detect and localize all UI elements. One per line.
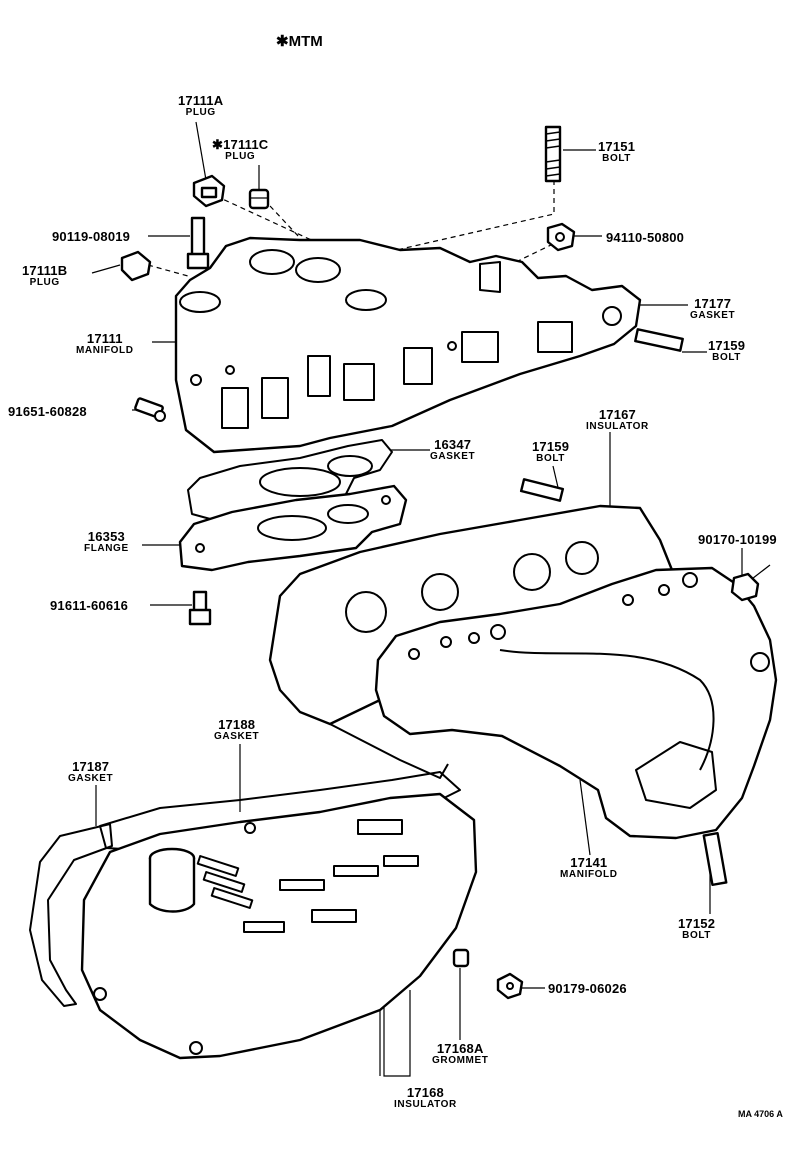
nut-94110-50800 <box>546 222 576 252</box>
intake-manifold-17111 <box>174 236 642 454</box>
part-name: MANIFOLD <box>560 869 618 880</box>
part-number: 16347 <box>434 437 472 452</box>
label-17188: 17188 GASKET <box>214 718 259 742</box>
label-17167: 17167 INSULATOR <box>586 408 649 432</box>
part-number: 17111A <box>178 93 224 108</box>
part-number: 17159 <box>708 338 746 353</box>
bolt-17152 <box>702 831 728 887</box>
reference-code: MA 4706 A <box>738 1109 783 1119</box>
insulator-17168 <box>80 792 478 1060</box>
part-name: BOLT <box>602 153 632 164</box>
sensor-91651-60828 <box>134 397 166 422</box>
leader-lines <box>91 121 771 1077</box>
part-name: BOLT <box>536 453 566 464</box>
part-name: FLANGE <box>84 543 129 554</box>
nut-90170-10199 <box>730 572 760 602</box>
bolt-17159-lower <box>519 478 565 502</box>
label-17111b: 17111B PLUG <box>22 264 67 288</box>
exhaust-manifold-17141 <box>329 566 778 840</box>
plug-17111b <box>120 250 152 282</box>
part-number: 17167 <box>598 407 636 422</box>
diagram-title: ✱MTM <box>276 33 323 50</box>
label-17159-lower: 17159 BOLT <box>532 440 569 464</box>
label-17111c: ✱17111C PLUG <box>212 138 268 162</box>
label-94110-50800: 94110-50800 <box>606 230 685 245</box>
part-number: 17188 <box>218 717 256 732</box>
label-17187: 17187 GASKET <box>68 760 113 784</box>
part-name: PLUG <box>29 277 60 288</box>
label-90170-10199: 90170-10199 <box>698 532 777 547</box>
label-91611-60616: 91611-60616 <box>50 598 129 613</box>
part-number: 16353 <box>87 529 125 544</box>
bolt-17151 <box>544 125 562 183</box>
part-number: 17168A <box>436 1041 484 1056</box>
part-name: GROMMET <box>432 1055 489 1066</box>
part-number: 17177 <box>694 296 732 311</box>
part-number: 17141 <box>570 855 608 870</box>
label-17177: 17177 GASKET <box>690 297 735 321</box>
part-name: GASKET <box>690 310 736 321</box>
part-name: GASKET <box>214 731 260 742</box>
part-name: PLUG <box>225 151 256 162</box>
label-17168: 17168 INSULATOR <box>394 1086 457 1110</box>
label-17159-upper: 17159 BOLT <box>708 339 745 363</box>
part-number: 17151 <box>598 139 636 154</box>
bolt-90119-08019 <box>186 216 210 270</box>
label-90179-06026: 90179-06026 <box>548 981 627 996</box>
label-17152: 17152 BOLT <box>678 917 715 941</box>
part-name: BOLT <box>682 930 712 941</box>
part-number: 17111B <box>22 263 68 278</box>
plug-17111a <box>192 174 226 208</box>
part-name: MANIFOLD <box>76 345 134 356</box>
gasket-17187 <box>29 823 113 1007</box>
part-number: 17111 <box>86 331 123 346</box>
label-17141: 17141 MANIFOLD <box>560 856 618 880</box>
label-90119-08019: 90119-08019 <box>52 229 131 244</box>
insulator-17167 <box>268 504 674 726</box>
bolt-91611-60616 <box>188 590 212 626</box>
part-name: INSULATOR <box>586 421 649 432</box>
part-name: PLUG <box>185 107 216 118</box>
plug-17111c <box>248 188 270 210</box>
part-number: 17168 <box>406 1085 444 1100</box>
label-16347: 16347 GASKET <box>430 438 475 462</box>
label-16353: 16353 FLANGE <box>84 530 129 554</box>
label-17151: 17151 BOLT <box>598 140 635 164</box>
part-name: GASKET <box>68 773 114 784</box>
part-number: 17159 <box>532 439 570 454</box>
label-17111a: 17111A PLUG <box>178 94 223 118</box>
flange-16353 <box>178 484 408 572</box>
part-name: GASKET <box>430 451 476 462</box>
part-number: 17152 <box>678 916 716 931</box>
nut-90179-06026 <box>496 972 524 1000</box>
bolt-17159-upper <box>634 328 684 352</box>
part-number: ✱17111C <box>212 137 269 152</box>
part-number: 17187 <box>72 759 110 774</box>
grommet-17168a <box>452 948 470 968</box>
part-name: BOLT <box>712 352 742 363</box>
label-17168a: 17168A GROMMET <box>432 1042 488 1066</box>
part-name: INSULATOR <box>394 1099 457 1110</box>
label-17111: 17111 MANIFOLD <box>76 332 134 356</box>
label-91651-60828: 91651-60828 <box>8 404 87 419</box>
